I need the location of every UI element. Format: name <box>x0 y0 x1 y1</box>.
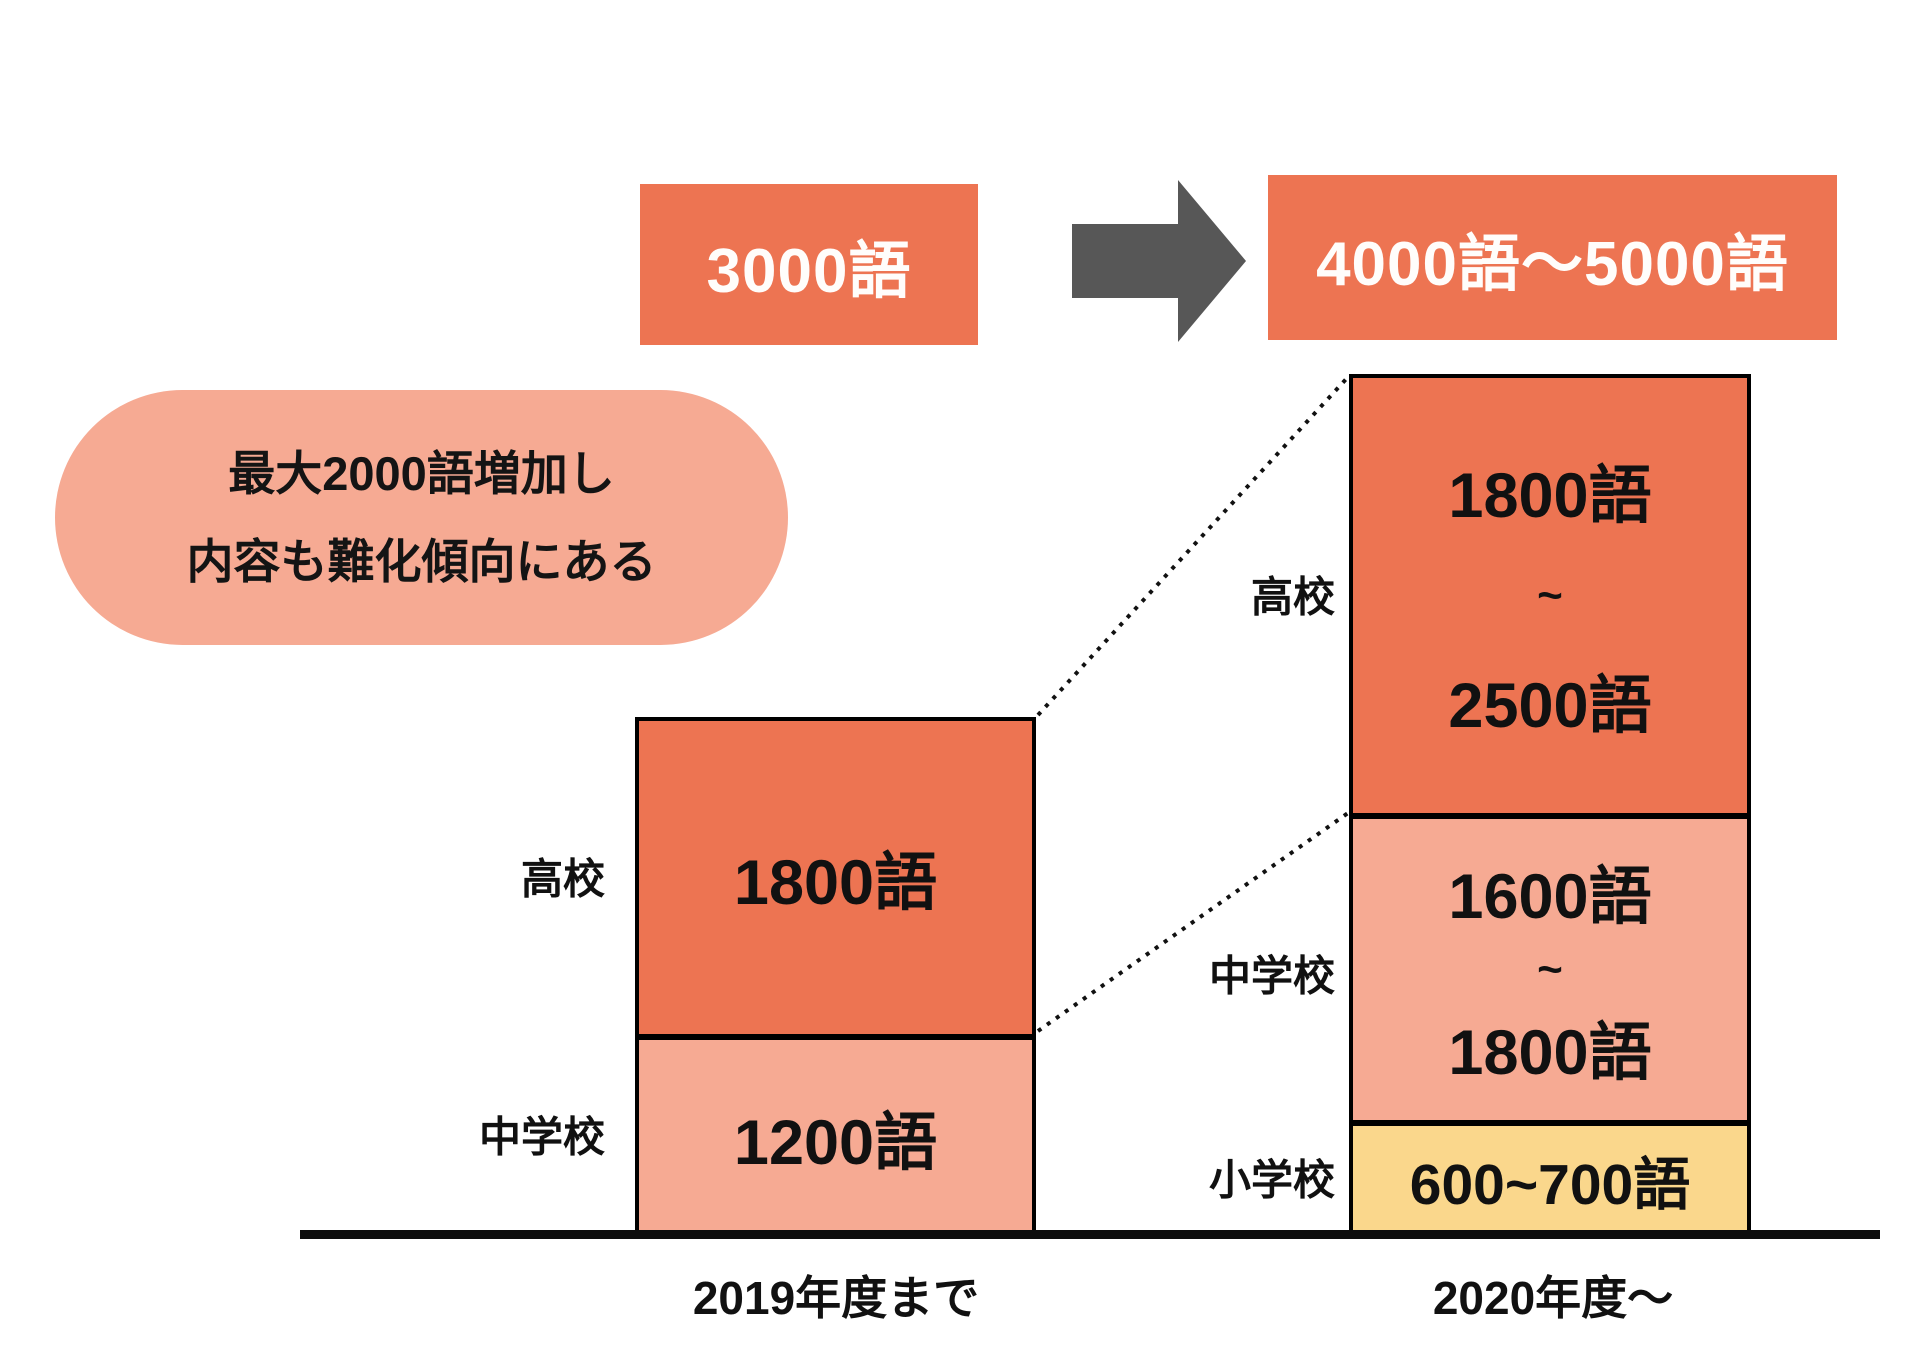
bar-2020-highschool-value-max: 2500語 <box>1448 670 1652 741</box>
total-before-label: 3000語 <box>706 236 912 306</box>
axis-label-2019: 2019年度まで <box>692 1272 980 1324</box>
bar-2020-highschool-range-tilde: ~ <box>1537 570 1563 620</box>
label-2020-elementary: 小学校 <box>1208 1156 1335 1204</box>
bar-2020-juniorhigh-value-max: 1800語 <box>1448 1018 1652 1089</box>
bar-2019-juniorhigh-segment: 1200語 <box>635 1034 1036 1234</box>
bar-2020-juniorhigh-segment: 1600語 ~ 1800語 <box>1349 813 1751 1120</box>
label-2019-juniorhigh: 中学校 <box>478 1113 605 1161</box>
bar-2020-juniorhigh-value-min: 1600語 <box>1448 861 1652 932</box>
arrow-right-icon <box>1072 180 1246 342</box>
bar-2019-highschool-segment: 1800語 <box>635 717 1036 1034</box>
callout-line-1: 最大2000語増加し <box>228 446 615 500</box>
bar-2020-juniorhigh-range-tilde: ~ <box>1537 944 1563 994</box>
bar-2019-juniorhigh-value: 1200語 <box>733 1107 938 1178</box>
label-2020-highschool: 高校 <box>1250 573 1335 621</box>
total-before-box: 3000語 <box>640 184 978 345</box>
bar-2020-elementary-segment: 600~700語 <box>1349 1120 1751 1234</box>
total-after-box: 4000語〜5000語 <box>1268 175 1837 340</box>
bar-2019-highschool-value: 1800語 <box>733 848 938 918</box>
callout-line-2: 内容も難化傾向にある <box>186 534 657 588</box>
axis-label-2020: 2020年度〜 <box>1432 1272 1674 1324</box>
bar-2020-elementary-value: 600~700語 <box>1409 1153 1691 1217</box>
bar-2020-highschool-segment: 1800語 ~ 2500語 <box>1349 374 1751 813</box>
total-after-label: 4000語〜5000語 <box>1316 229 1789 299</box>
label-2019-highschool: 高校 <box>520 855 605 903</box>
bar-2020-highschool-value-min: 1800語 <box>1448 461 1652 532</box>
callout-bubble: 最大2000語増加し 内容も難化傾向にある <box>55 390 788 645</box>
x-axis-line <box>300 1230 1880 1239</box>
label-2020-juniorhigh: 中学校 <box>1208 952 1335 1000</box>
